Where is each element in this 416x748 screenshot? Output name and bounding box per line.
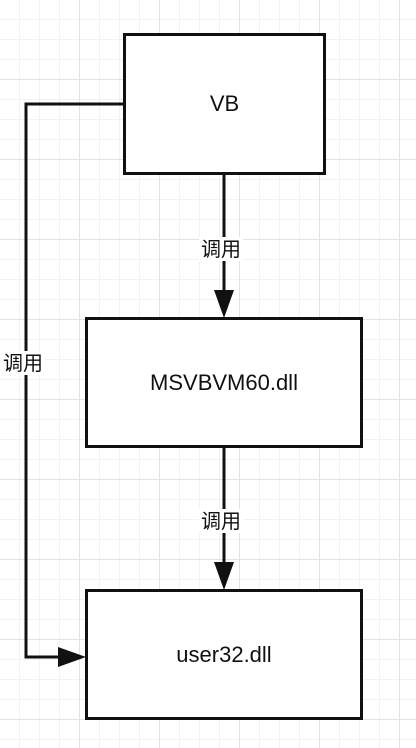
- edge-label-vb-to-msvbvm60: 调用: [199, 237, 243, 261]
- arrowhead-vb-to-user32: [58, 647, 86, 667]
- edge-label-msvbvm60-to-user32: 调用: [199, 509, 243, 533]
- edge-label-vb-to-user32: 调用: [1, 351, 45, 375]
- node-vb[interactable]: VB: [123, 33, 326, 175]
- node-vb-label: VB: [209, 91, 240, 116]
- node-user32[interactable]: user32.dll: [85, 589, 363, 720]
- node-user32-label: user32.dll: [176, 641, 272, 667]
- arrowhead-vb-to-msvbvm60: [214, 290, 234, 318]
- edge-vb-to-user32: [24, 102, 124, 659]
- node-msvbvm60-label: MSVBVM60.dll: [150, 369, 298, 395]
- arrowhead-msvbvm60-to-user32: [214, 562, 234, 590]
- node-msvbvm60[interactable]: MSVBVM60.dll: [85, 317, 363, 448]
